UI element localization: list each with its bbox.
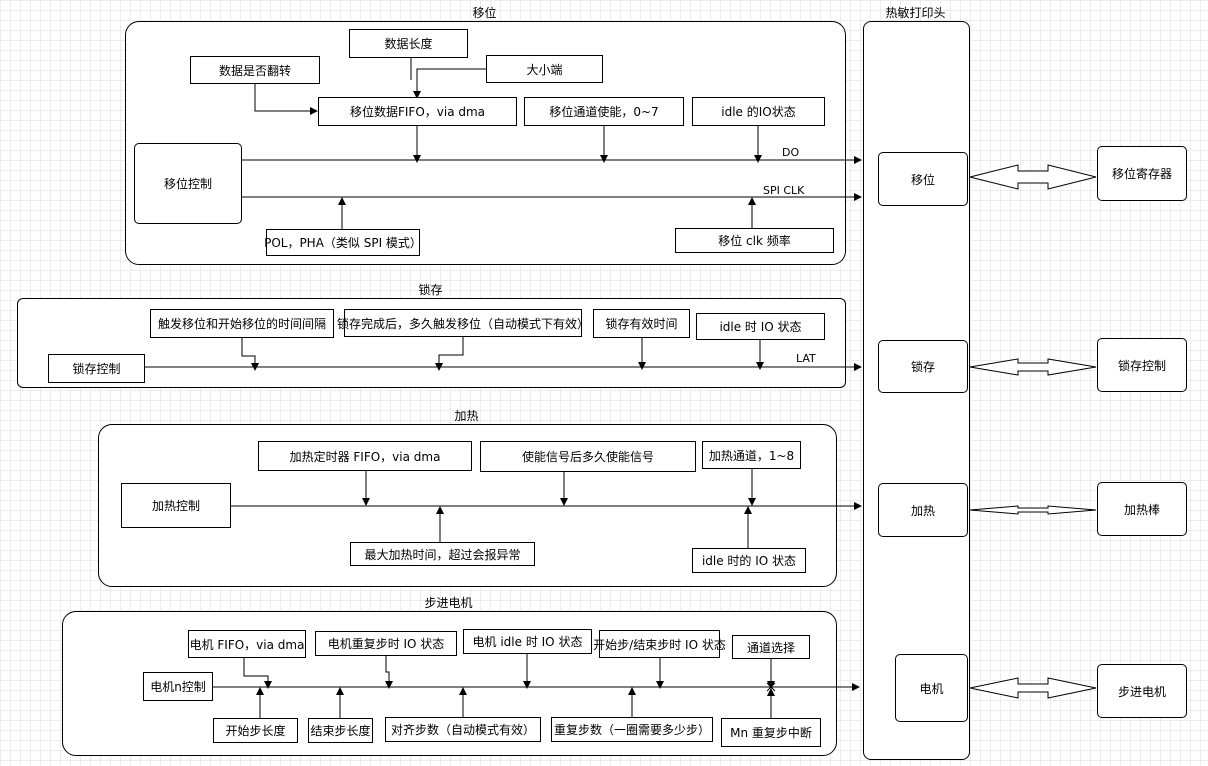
motor-group-title: 步进电机	[424, 596, 473, 610]
latch-double-arrow	[969, 358, 1097, 376]
after-latch-box: 锁存完成后，多久触发移位（自动模式下有效）	[337, 309, 589, 337]
start-end-io-box: 开始步/结束步时 IO 状态	[593, 630, 726, 658]
heat-double-arrow	[969, 505, 1097, 515]
shift-group-title: 移位	[472, 6, 497, 20]
clk-freq-box: 移位 clk 频率	[675, 228, 834, 253]
max-time-box: 最大加热时间，超过会报异常	[350, 542, 535, 566]
heat-group-title: 加热	[454, 409, 479, 423]
repeat-steps-box: 重复步数（一圈需要多少步）	[551, 717, 713, 742]
channel-enable-box: 移位通道使能，0~7	[524, 97, 684, 126]
printhead-heat-box: 加热	[878, 483, 968, 537]
external-latch-control-box: 锁存控制	[1097, 338, 1187, 392]
valid-time-box: 锁存有效时间	[593, 309, 690, 338]
lat-label: LAT	[796, 352, 816, 365]
heat-channel-box: 加热通道，1~8	[702, 441, 801, 469]
pol-pha-box: POL，PHA（类似 SPI 模式）	[264, 229, 422, 256]
trigger-interval-box: 触发移位和开始移位的时间间隔	[150, 309, 334, 338]
shift-register-box: 移位寄存器	[1097, 146, 1187, 201]
endian-box: 大小端	[486, 55, 603, 83]
latch-control-box: 锁存控制	[48, 354, 145, 383]
timer-fifo-box: 加热定时器 FIFO，via dma	[258, 441, 472, 471]
heater-box: 加热棒	[1097, 482, 1187, 536]
printhead-latch-box: 锁存	[878, 340, 968, 393]
motor-idle-io-box: 电机 idle 时 IO 状态	[463, 629, 592, 654]
latch-group-title: 锁存	[418, 283, 443, 297]
shift-control-box: 移位控制	[134, 143, 242, 224]
shift-idle-io-box: idle 的IO状态	[692, 97, 825, 126]
spi-clk-label: SPI CLK	[763, 184, 805, 197]
start-len-box: 开始步长度	[213, 718, 298, 743]
motor-double-arrow	[969, 677, 1097, 699]
enable-delay-box: 使能信号后多久使能信号	[480, 441, 696, 472]
stepper-motor-box: 步进电机	[1097, 664, 1187, 718]
heat-idle-io-box: idle 时的 IO 状态	[692, 548, 806, 573]
printhead-motor-box: 电机	[895, 654, 968, 722]
data-flip-box: 数据是否翻转	[190, 56, 320, 84]
heat-control-box: 加热控制	[121, 483, 231, 528]
motor-control-box: 电机n控制	[143, 672, 213, 701]
align-steps-box: 对齐步数（自动模式有效）	[385, 717, 541, 742]
shift-fifo-box: 移位数据FIFO，via dma	[318, 97, 517, 126]
channel-select-box: 通道选择	[732, 635, 810, 659]
shift-double-arrow	[969, 164, 1097, 190]
repeat-io-box: 电机重复步时 IO 状态	[315, 631, 457, 656]
do-label: DO	[782, 146, 800, 159]
printhead-shift-box: 移位	[878, 152, 968, 206]
data-length-box: 数据长度	[349, 29, 468, 58]
latch-idle-io-box: idle 时 IO 状态	[696, 313, 825, 340]
printhead-title: 热敏打印头	[885, 6, 946, 20]
end-len-box: 结束步长度	[308, 718, 373, 743]
repeat-interrupt-box: Mn 重复步中断	[721, 718, 821, 747]
motor-fifo-box: 电机 FIFO，via dma	[188, 630, 306, 658]
